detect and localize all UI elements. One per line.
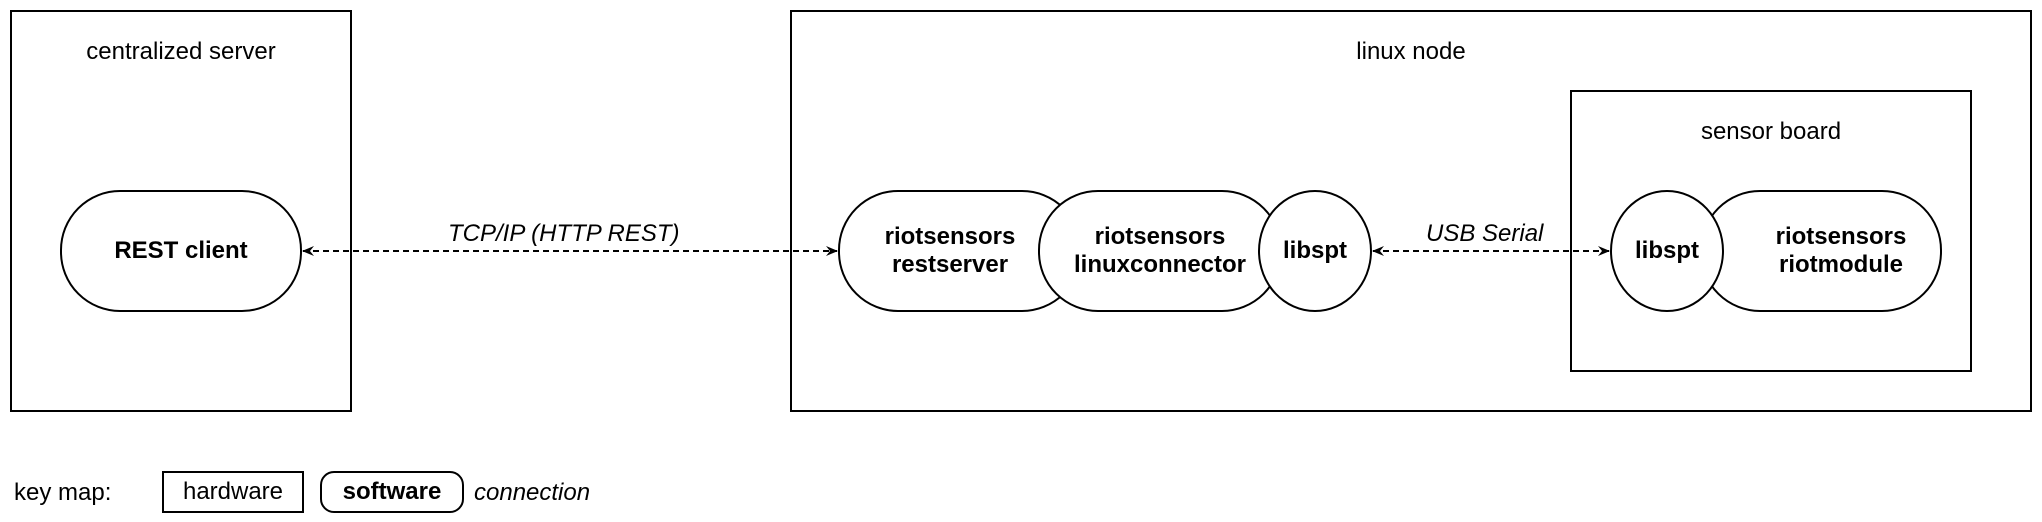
linux-node-title: linux node	[1356, 38, 1466, 65]
key-map-label: key map:	[14, 479, 112, 506]
rest-client-node: REST client	[60, 190, 302, 312]
riotmodule-node: riotsensors riotmodule	[1700, 190, 1942, 312]
tcp-connection-label: TCP/IP (HTTP REST)	[448, 220, 680, 247]
key-software: software	[320, 471, 464, 513]
linux-libspt-node: libspt	[1258, 190, 1372, 312]
key-hardware-label: hardware	[182, 478, 284, 505]
centralized-server-title: centralized server	[86, 38, 276, 65]
key-hardware: hardware	[162, 471, 304, 513]
usb-connection-label: USB Serial	[1426, 220, 1544, 247]
key-connection-label: connection	[474, 479, 591, 506]
sensor-board-title: sensor board	[1700, 118, 1842, 145]
linuxconnector-node: riotsensors linuxconnector	[1038, 190, 1282, 312]
sensor-libspt-node: libspt	[1610, 190, 1724, 312]
